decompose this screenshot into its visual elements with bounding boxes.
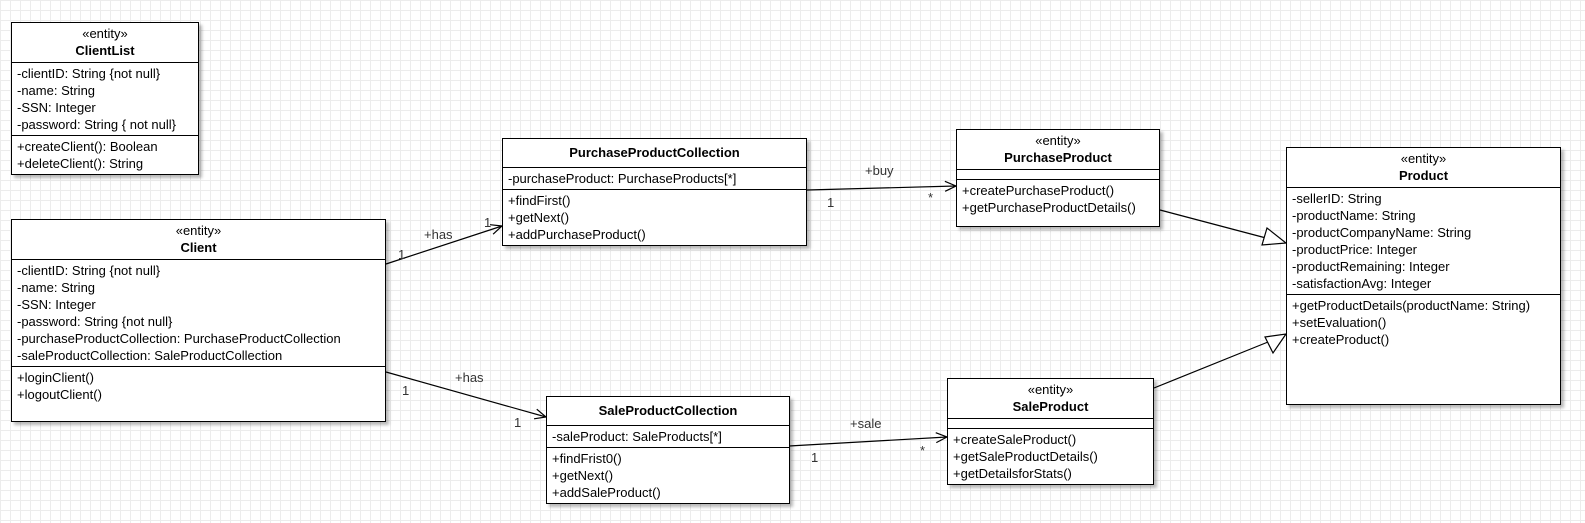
stereotype: «entity» xyxy=(1400,151,1447,166)
stereotype: «entity» xyxy=(82,26,128,41)
multiplicity-client-purchase-source: 1 xyxy=(398,247,405,262)
class-name: SaleProduct xyxy=(1012,399,1089,414)
operations-compartment: +createPurchaseProduct() +getPurchasePro… xyxy=(957,180,1159,226)
stereotype: «entity» xyxy=(1027,382,1074,397)
operations-compartment: +createSaleProduct() +getSaleProductDeta… xyxy=(948,429,1153,484)
class-saleproductcollection[interactable]: SaleProductCollection -saleProduct: Sale… xyxy=(546,396,790,504)
generalization-arrowhead-purchase xyxy=(1261,226,1288,246)
operations-compartment: +findFirst() +getNext() +addPurchaseProd… xyxy=(503,190,806,245)
operation: +createPurchaseProduct() xyxy=(962,183,1115,198)
class-saleproduct[interactable]: «entity» SaleProduct +createSaleProduct(… xyxy=(947,378,1154,485)
class-name: SaleProductCollection xyxy=(598,403,738,418)
operation: +logoutClient() xyxy=(17,387,102,402)
multiplicity-buy-target: * xyxy=(928,190,933,205)
operation: +getDetailsforStats() xyxy=(953,466,1072,481)
association-label-buy: +buy xyxy=(865,163,894,178)
multiplicity-client-sale-target: 1 xyxy=(514,415,521,430)
operation: +findFrist0() xyxy=(552,451,622,466)
generalization-purchase-product[interactable] xyxy=(1159,209,1267,239)
attribute: -clientID: String {not null} xyxy=(17,263,161,278)
operation: +getSaleProductDetails() xyxy=(953,449,1098,464)
attribute: -productRemaining: Integer xyxy=(1292,259,1450,274)
operations-compartment: +getProductDetails(productName: String) … xyxy=(1287,295,1560,350)
attribute: -password: String {not null} xyxy=(17,314,173,329)
attribute: -SSN: Integer xyxy=(17,297,96,312)
association-label-has-sale: +has xyxy=(455,370,484,385)
attributes-compartment: -saleProduct: SaleProducts[*] xyxy=(547,426,789,448)
association-label-sale: +sale xyxy=(850,416,881,431)
association-client-purchase-collection[interactable] xyxy=(385,224,504,265)
association-purchase-collection-purchase-product[interactable] xyxy=(806,180,958,192)
operation: +getNext() xyxy=(552,468,614,483)
operations-compartment: +findFrist0() +getNext() +addSaleProduct… xyxy=(547,448,789,503)
attribute: -productCompanyName: String xyxy=(1292,225,1472,240)
attribute: -name: String xyxy=(17,83,96,98)
multiplicity-buy-source: 1 xyxy=(827,195,834,210)
attribute: -name: String xyxy=(17,280,96,295)
operation: +createProduct() xyxy=(1292,332,1390,347)
class-header: «entity» SaleProduct xyxy=(948,379,1153,419)
class-name: PurchaseProductCollection xyxy=(569,145,740,160)
class-purchaseproduct[interactable]: «entity» PurchaseProduct +createPurchase… xyxy=(956,129,1160,227)
operation: +createClient(): Boolean xyxy=(17,139,158,154)
generalization-sale-product[interactable] xyxy=(1153,341,1269,389)
operation: +deleteClient(): String xyxy=(17,156,144,171)
class-header: «entity» PurchaseProduct xyxy=(957,130,1159,170)
attribute: -SSN: Integer xyxy=(17,100,96,115)
class-client[interactable]: «entity» Client -clientID: String {not n… xyxy=(11,219,386,422)
attribute: -clientID: String {not null} xyxy=(17,66,161,81)
multiplicity-client-sale-source: 1 xyxy=(402,383,409,398)
operations-compartment: +createClient(): Boolean +deleteClient()… xyxy=(12,136,198,174)
attributes-compartment-empty xyxy=(957,170,1159,180)
class-header: SaleProductCollection xyxy=(547,397,789,426)
class-header: «entity» Client xyxy=(12,220,385,260)
class-purchaseproductcollection[interactable]: PurchaseProductCollection -purchaseProdu… xyxy=(502,138,807,246)
class-name: ClientList xyxy=(75,43,135,58)
operation: +addPurchaseProduct() xyxy=(508,227,646,242)
generalization-arrowhead-sale xyxy=(1264,333,1288,355)
operation: +getPurchaseProductDetails() xyxy=(962,200,1136,215)
class-clientlist[interactable]: «entity» ClientList -clientID: String {n… xyxy=(11,22,199,175)
attributes-compartment: -clientID: String {not null} -name: Stri… xyxy=(12,63,198,136)
operation: +createSaleProduct() xyxy=(953,432,1077,447)
multiplicity-sale-target: * xyxy=(920,443,925,458)
multiplicity-sale-source: 1 xyxy=(811,450,818,465)
attribute: -productPrice: Integer xyxy=(1292,242,1418,257)
attribute: -productName: String xyxy=(1292,208,1416,223)
attributes-compartment: -sellerID: String -productName: String -… xyxy=(1287,188,1560,295)
operation: +addSaleProduct() xyxy=(552,485,661,500)
class-header: PurchaseProductCollection xyxy=(503,139,806,168)
attribute: -saleProductCollection: SaleProductColle… xyxy=(17,348,283,363)
multiplicity-client-purchase-target: 1 xyxy=(484,215,491,230)
attributes-compartment: -purchaseProduct: PurchaseProducts[*] xyxy=(503,168,806,190)
attributes-compartment-empty xyxy=(948,419,1153,429)
stereotype: «entity» xyxy=(175,223,222,238)
attribute: -satisfactionAvg: Integer xyxy=(1292,276,1432,291)
operations-compartment: +loginClient() +logoutClient() xyxy=(12,367,385,421)
operation: +loginClient() xyxy=(17,370,94,385)
attribute: -purchaseProductCollection: PurchaseProd… xyxy=(17,331,341,346)
class-product[interactable]: «entity» Product -sellerID: String -prod… xyxy=(1286,147,1561,405)
attribute: -saleProduct: SaleProducts[*] xyxy=(552,429,722,444)
operation: +findFirst() xyxy=(508,193,571,208)
operation: +setEvaluation() xyxy=(1292,315,1387,330)
association-label-has-purchase: +has xyxy=(424,227,453,242)
attribute: -purchaseProduct: PurchaseProducts[*] xyxy=(508,171,737,186)
class-header: «entity» Product xyxy=(1287,148,1560,188)
class-name: PurchaseProduct xyxy=(1004,150,1112,165)
class-name: Product xyxy=(1398,168,1449,183)
stereotype: «entity» xyxy=(1035,133,1081,148)
attribute: -password: String { not null} xyxy=(17,117,176,132)
class-header: «entity» ClientList xyxy=(12,23,198,63)
class-name: Client xyxy=(180,240,217,255)
association-client-sale-collection[interactable] xyxy=(385,371,548,420)
attributes-compartment: -clientID: String {not null} -name: Stri… xyxy=(12,260,385,367)
operation: +getNext() xyxy=(508,210,570,225)
attribute: -sellerID: String xyxy=(1292,191,1382,206)
association-sale-collection-sale-product[interactable] xyxy=(788,432,949,447)
operation: +getProductDetails(productName: String) xyxy=(1292,298,1531,313)
